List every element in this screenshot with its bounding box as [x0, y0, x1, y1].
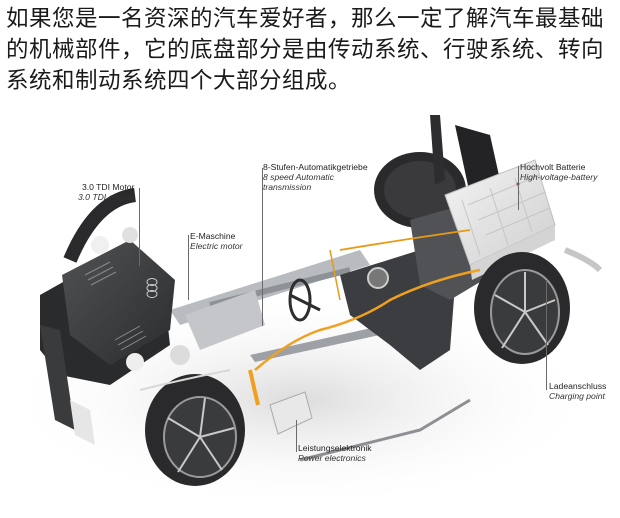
chassis-drawing: [0, 115, 603, 510]
label-battery-de: Hochvolt Batterie: [520, 162, 586, 172]
label-battery: Hochvolt Batterie High-voltage-battery: [520, 162, 597, 182]
label-transmission: 8-Stufen-Automatikgetriebe 8 speed Autom…: [263, 162, 368, 192]
label-emotor-en: Electric motor: [190, 241, 243, 251]
leader-battery: [518, 166, 519, 210]
label-engine: 3.0 TDI Motor 3.0 TDI engine: [78, 182, 134, 202]
front-right-wheel: [145, 374, 245, 486]
label-battery-en: High-voltage-battery: [520, 172, 598, 182]
label-transmission-de: 8-Stufen-Automatikgetriebe: [263, 162, 368, 172]
label-power-electronics: Leistungselektronik Power electronics: [298, 443, 372, 463]
leader-engine: [139, 188, 140, 266]
label-charging: Ladeanschluss Charging point: [549, 381, 606, 401]
leader-emotor: [188, 235, 189, 300]
label-emotor: E-Maschine Electric motor: [190, 231, 243, 251]
rear-right-wheel: [474, 252, 570, 364]
power-electronics-box: [269, 391, 313, 435]
engine-block: [40, 227, 190, 385]
label-emotor-de: E-Maschine: [190, 231, 236, 241]
label-transmission-en-1: 8 speed Automatic: [263, 172, 334, 182]
intro-paragraph: 如果您是一名资深的汽车爱好者，那么一定了解汽车最基础的机械部件，它的底盘部分是由…: [6, 6, 605, 94]
leader-charging: [546, 280, 547, 390]
label-charging-en: Charging point: [549, 391, 605, 401]
leader-transmission: [262, 168, 263, 326]
label-transmission-en-2: transmission: [263, 182, 312, 192]
label-charging-de: Ladeanschluss: [549, 381, 607, 391]
label-power-en: Power electronics: [298, 453, 366, 463]
label-power-de: Leistungselektronik: [298, 443, 372, 453]
label-engine-en: 3.0 TDI engine: [78, 192, 135, 202]
label-engine-de: 3.0 TDI Motor: [81, 182, 135, 192]
leader-power-electronics: [296, 420, 297, 452]
chassis-illustration: 3.0 TDI Motor 3.0 TDI engine E-Maschine …: [0, 100, 620, 514]
